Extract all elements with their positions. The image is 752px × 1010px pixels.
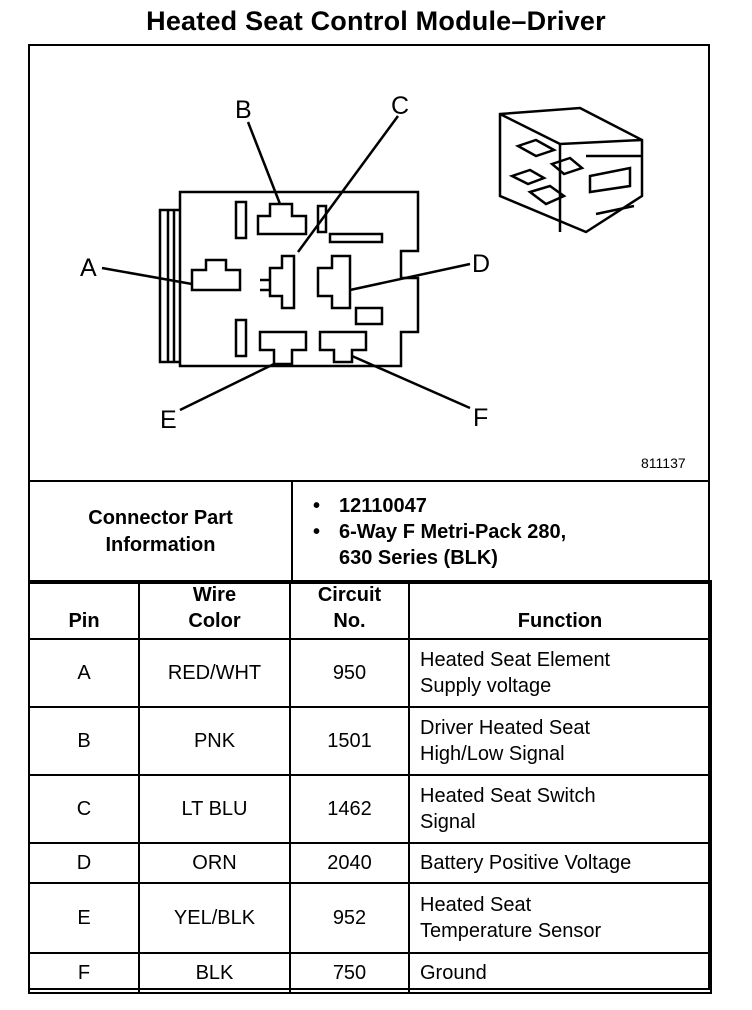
connector-body-outline	[178, 190, 420, 368]
pin-letter-labels: A B C D E F	[80, 92, 490, 434]
connector-type: 6-Way F Metri-Pack 280,630 Series (BLK)	[313, 519, 708, 571]
pin-label-d: D	[472, 250, 490, 278]
pin-label-e: E	[160, 406, 177, 434]
terminal-b	[256, 202, 308, 236]
pin-label-a: A	[80, 254, 97, 282]
terminal-c	[260, 254, 296, 310]
terminal-e	[258, 330, 308, 366]
connector-info-table: Connector Part Information 12110047 6-Wa…	[28, 480, 710, 584]
connector-3d-view	[498, 106, 644, 234]
figure-number: 811137	[641, 455, 686, 471]
terminal-a	[190, 258, 242, 292]
connector-info-values: 12110047 6-Way F Metri-Pack 280,630 Seri…	[291, 480, 710, 584]
connector-diagram: A B C D E F 811137	[30, 46, 708, 480]
page-title: Heated Seat Control Module–Driver	[146, 6, 606, 36]
header-pin: Pin	[28, 580, 140, 640]
pin-label-f: F	[473, 404, 488, 432]
table-row: D ORN 2040 Battery Positive Voltage	[28, 842, 712, 884]
terminal-f	[318, 330, 368, 364]
table-row: F BLK 750 Ground	[28, 952, 712, 994]
connector-info-label: Connector Part Information	[28, 480, 293, 584]
terminal-d	[316, 254, 352, 310]
connector-side-latch	[158, 208, 180, 364]
connector-part-number: 12110047	[313, 493, 708, 519]
pin-label-b: B	[235, 96, 252, 124]
pin-label-c: C	[391, 92, 409, 120]
header-function: Function	[408, 580, 712, 640]
connector-face-drawing: A B C D E F 811137	[80, 92, 686, 471]
